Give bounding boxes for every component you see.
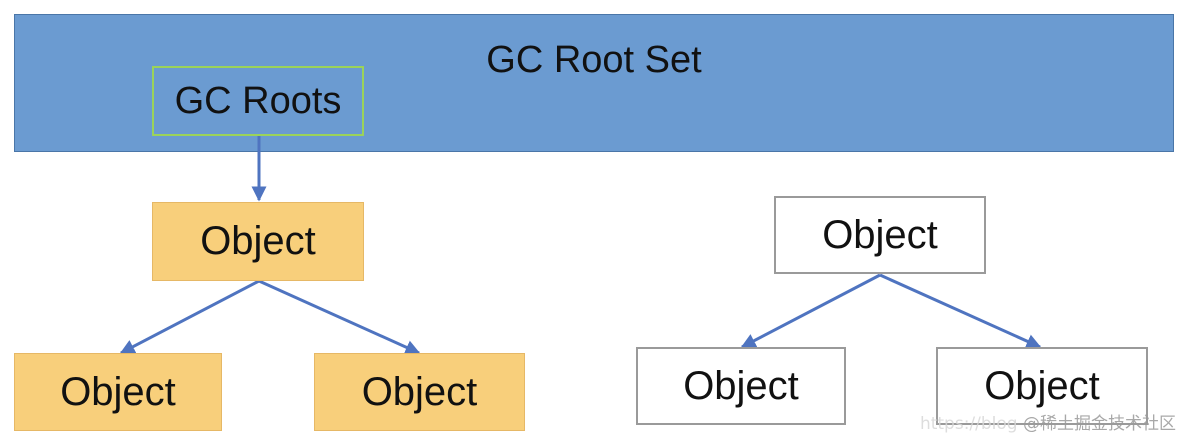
reachable-child-right-label: Object — [361, 369, 478, 414]
arrow-unreachable-to-right-child — [879, 273, 1042, 349]
reachable-object: Object — [152, 202, 364, 281]
arrow-unreachable-to-left-child — [740, 273, 881, 349]
unreachable-object: Object — [774, 196, 986, 274]
unreachable-child-left-label: Object — [683, 363, 799, 408]
watermark-text: @稀土掘金技术社区 — [1023, 414, 1176, 434]
reachable-child-object-left: Object — [14, 353, 222, 431]
gc-root-set-label: GC Root Set — [486, 39, 702, 81]
arrow-object-to-right-child — [258, 279, 421, 355]
unreachable-child-object-right: Object — [936, 347, 1148, 425]
arrow-object-to-left-child — [119, 279, 260, 355]
gc-roots-label: GC Roots — [174, 79, 342, 122]
watermark: https://blog @稀土掘金技术社区 — [920, 409, 1176, 434]
unreachable-object-label: Object — [822, 212, 938, 257]
unreachable-child-right-label: Object — [984, 363, 1100, 408]
unreachable-child-object-left: Object — [636, 347, 846, 425]
reachable-child-object-right: Object — [314, 353, 525, 431]
gc-roots-box: GC Roots — [152, 66, 364, 136]
reachable-child-left-label: Object — [60, 369, 176, 414]
watermark-url: https://blog — [919, 414, 1018, 434]
reachable-object-label: Object — [200, 219, 316, 263]
